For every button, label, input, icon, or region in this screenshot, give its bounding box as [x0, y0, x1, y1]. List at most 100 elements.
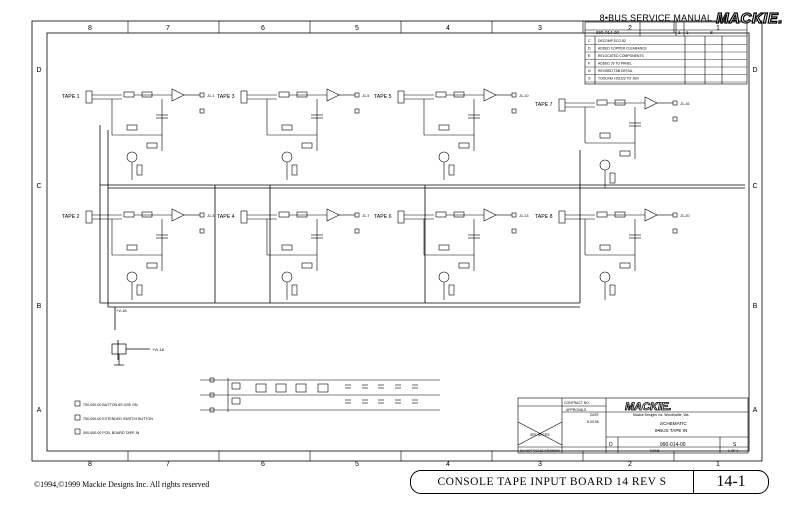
title-block-logo: MACKIE. [625, 401, 671, 413]
tape-channel-output: J1-20 [680, 214, 690, 218]
revision-row-desc: REVISED TAB DETAIL [598, 69, 633, 73]
tape-channel: TAPE 4 J1-7 [217, 208, 369, 300]
revision-table [584, 21, 748, 85]
zone-column-label: 5 [355, 25, 359, 32]
tape-channel-output: J1-7 [362, 214, 369, 218]
zone-column-label: 2 [628, 25, 632, 32]
tape-channel: TAPE 1 J1-1 [62, 88, 214, 180]
zone-row-label: B [753, 303, 758, 310]
tape-channel-output: J1-5 [362, 94, 369, 98]
revision-rev: S [710, 30, 713, 35]
tape-channel: TAPE 3 J1-5 [217, 88, 369, 180]
zone-row-label: D [752, 67, 757, 74]
title-block-approvals: APPROVALS [566, 408, 587, 412]
tape-channel-label: TAPE 8 [535, 214, 553, 220]
zone-row-label: A [753, 407, 758, 414]
tape-channel-label: TAPE 1 [62, 94, 80, 100]
title-block-contract: CONTRACT NO. [564, 401, 590, 405]
zone-row-label: B [37, 303, 42, 310]
tape-channel-label: TAPE 5 [374, 94, 392, 100]
zone-column-label: 6 [261, 461, 265, 468]
drawing-inner-frame [46, 32, 750, 452]
zone-row-label: D [36, 67, 41, 74]
tape-channel-label: TAPE 3 [217, 94, 235, 100]
tape-channel-output: J1-1 [207, 94, 214, 98]
switch-label: +V/-18 [152, 347, 165, 352]
zone-row-label: A [37, 407, 42, 414]
board-title: CONSOLE TAPE INPUT BOARD 14 REV S [437, 476, 667, 488]
zone-column-label: 5 [355, 461, 359, 468]
title-block-size: D [609, 442, 613, 448]
revision-drawing-no: 990-014-00 [596, 30, 620, 35]
revision-row-rev: S [588, 77, 591, 81]
revision-row-desc: DECOMP ECO 82 [598, 39, 626, 43]
title-block-rev: S [733, 442, 737, 448]
board-title-bar: CONSOLE TAPE INPUT BOARD 14 REV S 14-1 [410, 470, 769, 494]
title-block [517, 397, 749, 454]
zone-row-label: C [36, 183, 41, 190]
tape-channel-label: TAPE 6 [374, 214, 392, 220]
title-block-title-2: 8•BUS TAPE IN [655, 428, 687, 433]
tape-channel: TAPE 2 J1-3 [62, 208, 214, 300]
revision-row-desc: ADDED COPPER CLEARANCE [598, 47, 648, 51]
zone-column-label: 7 [166, 25, 170, 32]
revision-row-desc: TOOLING HOLES TO JUN [598, 77, 639, 81]
tape-channel: TAPE 6 J1-13 [374, 208, 529, 300]
tape-channel-output: J1-10 [519, 94, 529, 98]
revision-row-rev: F [588, 62, 591, 66]
tape-channel-label: TAPE 4 [217, 214, 235, 220]
manual-title: 8•BUS SERVICE MANUAL [599, 13, 713, 23]
title-block-do-not-scale: DO NOT SCALE DRAWING [520, 449, 560, 453]
zone-column-label: 4 [446, 461, 450, 468]
page-number: 14-1 [693, 471, 768, 493]
bus-label: +V-18 [116, 308, 127, 313]
revision-row-desc: RELOCATED COMPONENTS [598, 54, 644, 58]
power-buses [99, 125, 745, 360]
tape-channel-output: J1-13 [519, 214, 529, 218]
tape-channel-output: J1-16 [680, 102, 690, 106]
title-block-date: 8-03-95 [587, 420, 599, 424]
legend-item: 000-000-00 PCB, BOARD TAPE IN [83, 431, 140, 435]
tape-switch [111, 343, 150, 366]
zone-column-label: 3 [538, 461, 542, 468]
zone-column-label: 8 [88, 461, 92, 468]
revision-of: 1 [686, 30, 689, 35]
title-block-sheet: 1 OF 1 [728, 449, 738, 453]
copyright: ©1994,©1999 Mackie Designs Inc. All righ… [34, 480, 210, 489]
zone-column-label: 6 [261, 25, 265, 32]
tape-channel-label: TAPE 7 [535, 102, 553, 108]
zone-column-label: 1 [716, 461, 720, 468]
title-block-title-1: SCHEMATIC [660, 421, 687, 426]
legend-item: 750-000-00 EXTENDED SWITCH BUTTON [83, 417, 153, 421]
tape-channel: TAPE 5 J1-10 [374, 88, 529, 180]
tape-channel-label: TAPE 2 [62, 214, 80, 220]
title-block-scale: NONE [650, 449, 661, 453]
mackie-logo: MACKIE. [716, 9, 784, 27]
title-block-company: Mackie Designs Inc. Woodinville, Wa. [633, 413, 689, 417]
zone-column-label: 8 [88, 25, 92, 32]
decoupling-section [200, 377, 440, 413]
legend: 700-000-00 BUTTON AS USE ON 750-000-00 E… [74, 400, 153, 435]
revision-sheet: 1 [678, 30, 681, 35]
zone-column-label: 7 [166, 461, 170, 468]
legend-item: 700-000-00 BUTTON AS USE ON [83, 403, 138, 407]
zone-row-label: C [752, 183, 757, 190]
title-block-drawing-no: 990-014-00 [660, 442, 686, 448]
zone-column-label: 4 [446, 25, 450, 32]
zone-column-label: 2 [628, 461, 632, 468]
zone-column-label: 3 [538, 25, 542, 32]
revision-row-rev: C [588, 39, 591, 43]
zone-column-label: 1 [716, 25, 720, 32]
title-block-date-label: DATE [590, 413, 600, 417]
tape-channel: TAPE 8 J1-20 [535, 208, 690, 300]
title-block-see-notes: SEE NOTES [530, 433, 550, 437]
revision-row-rev: E [588, 54, 591, 58]
revision-row-desc: ADDED J9 TO PANEL [598, 62, 632, 66]
tape-channel-output: J1-3 [207, 214, 214, 218]
manual-header: 8•BUS SERVICE MANUAL MACKIE. [600, 8, 783, 28]
drawing-frame [31, 20, 763, 462]
